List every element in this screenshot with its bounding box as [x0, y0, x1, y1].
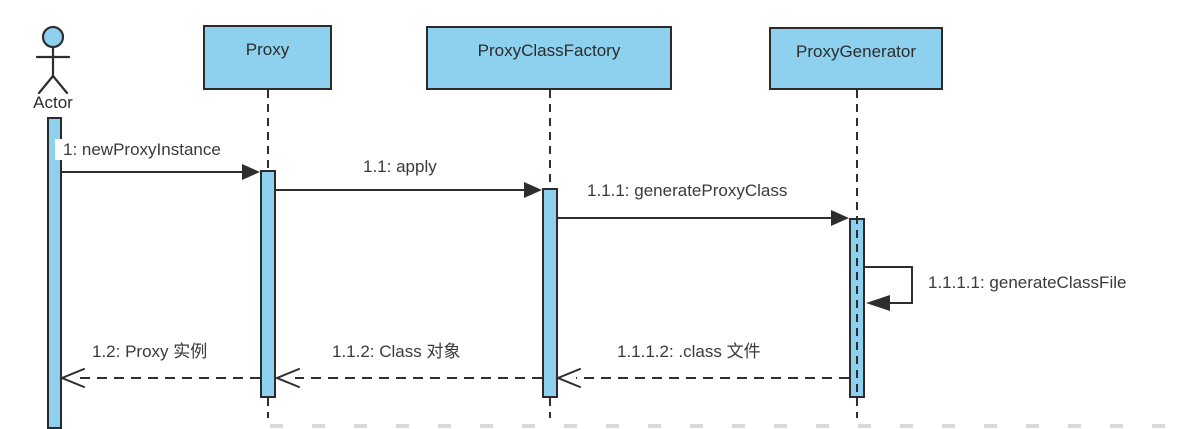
actor-figure-icon [35, 25, 71, 95]
actor-left-leg [37, 74, 55, 95]
actor-label: Actor [33, 93, 73, 112]
message-1-1-1-1-label: 1.1.1.1: generateClassFile [920, 272, 1135, 293]
participant-proxygenerator-label: ProxyGenerator [796, 42, 916, 61]
message-1-1-label: 1.1: apply [355, 156, 445, 177]
message-1-arrowhead [242, 164, 260, 180]
message-1-1-1-label: 1.1.1: generateProxyClass [579, 180, 796, 201]
return-1-1-2-arrowhead [274, 368, 300, 388]
proxy-activation-bar [260, 170, 276, 398]
proxyclassfactory-activation-bar [542, 188, 558, 398]
message-1-1-1-1-arrowhead [866, 295, 890, 311]
message-1-1-1-arrowhead [831, 210, 849, 226]
message-1-label: 1: newProxyInstance [55, 139, 229, 160]
actor-activation-bar [47, 117, 62, 429]
participant-proxyclassfactory-label: ProxyClassFactory [477, 41, 621, 60]
participant-proxy: Proxy [203, 25, 332, 90]
return-1-2-arrowhead [59, 368, 85, 388]
actor-head [41, 25, 65, 49]
participant-proxy-label: Proxy [245, 40, 290, 59]
message-1-1-1-1-self-loop [865, 266, 913, 304]
message-1-1-arrowhead [524, 182, 542, 198]
participant-proxyclassfactory: ProxyClassFactory [426, 26, 672, 90]
return-1-2-label: 1.2: Proxy 实例 [84, 341, 216, 362]
return-1-1-2-label: 1.1.2: Class 对象 [324, 341, 469, 362]
return-1-1-1-2-label: 1.1.1.2: .class 文件 [609, 341, 769, 362]
clipped-watermark-artifact [270, 424, 1165, 428]
participant-proxygenerator: ProxyGenerator [769, 27, 943, 90]
return-1-1-1-2-arrowhead [555, 368, 581, 388]
actor-right-leg [51, 74, 69, 95]
